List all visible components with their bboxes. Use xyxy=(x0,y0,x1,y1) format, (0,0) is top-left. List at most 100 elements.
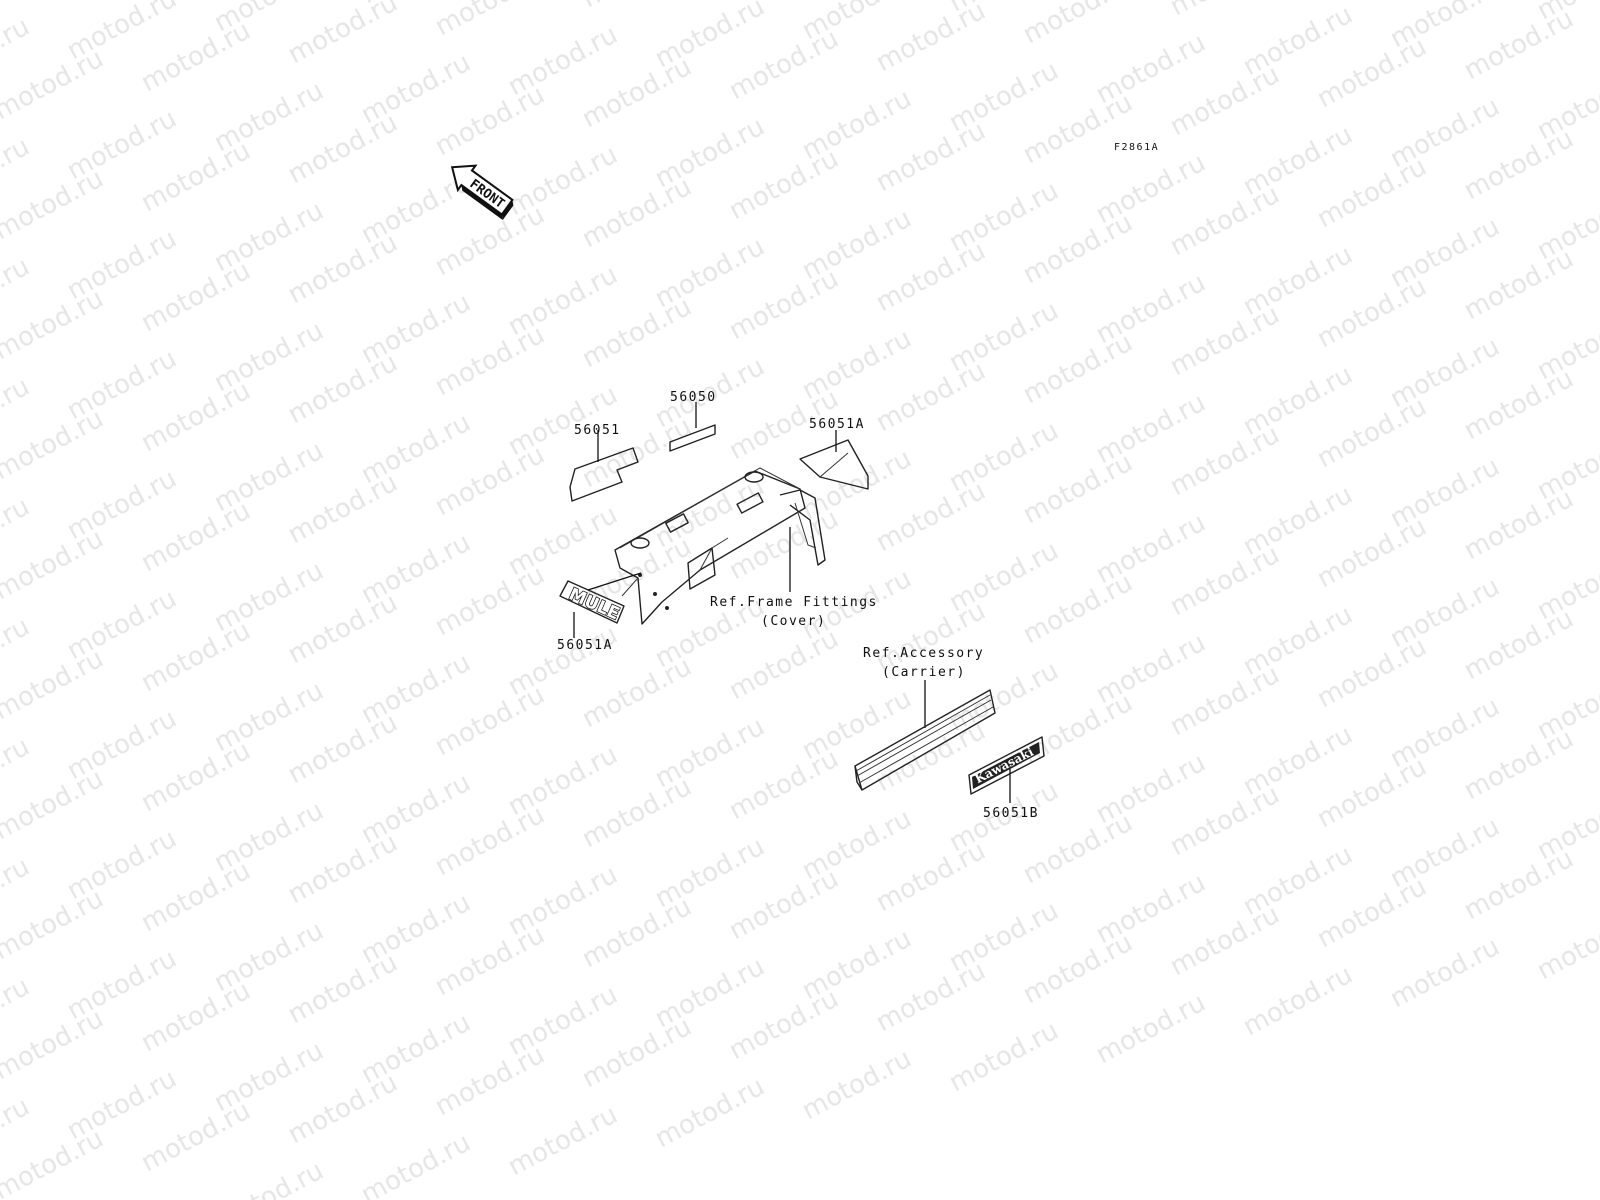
watermark-text: motod.ru xyxy=(1312,392,1431,474)
watermark-text: motod.ru xyxy=(430,80,549,162)
watermark-text: motod.ru xyxy=(0,764,109,846)
watermark-text: motod.ru xyxy=(1165,60,1284,142)
watermark-text: motod.ru xyxy=(1238,960,1357,1042)
watermark-text: motod.ru xyxy=(430,320,549,402)
watermark-text: motod.ru xyxy=(356,1128,475,1200)
watermark-text: motod.ru xyxy=(724,624,843,706)
watermark-text: motod.ru xyxy=(797,1044,916,1126)
watermark-text: motod.ru xyxy=(944,1016,1063,1098)
watermark-text: motod.ru xyxy=(1018,328,1137,410)
watermark-text: motod.ru xyxy=(1165,300,1284,382)
watermark-text: motod.ru xyxy=(724,24,843,106)
watermark-text: motod.ru xyxy=(136,976,255,1058)
watermark-text: motod.ru xyxy=(136,856,255,938)
watermark-text: motod.ru xyxy=(136,136,255,218)
watermark-text: motod.ru xyxy=(1312,752,1431,834)
watermark-text: motod.ru xyxy=(1312,872,1431,954)
watermark-text: motod.ru xyxy=(1165,660,1284,742)
watermark-text: motod.ru xyxy=(1459,364,1578,446)
watermark-text: motod.ru xyxy=(724,744,843,826)
watermark-text: motod.ru xyxy=(1018,568,1137,650)
watermark-text: motod.ru xyxy=(1018,208,1137,290)
watermark-text: motod.ru xyxy=(283,468,402,550)
watermark-text: motod.ru xyxy=(650,1072,769,1154)
part-number-56051a-bottom: 56051A xyxy=(557,638,613,653)
watermark-text: motod.ru xyxy=(0,644,109,726)
watermark-text: motod.ru xyxy=(577,0,696,14)
watermark-text: motod.ru xyxy=(430,200,549,282)
watermark-text: motod.ru xyxy=(430,560,549,642)
watermark-text: motod.ru xyxy=(1018,928,1137,1010)
watermark-text: motod.ru xyxy=(1312,512,1431,594)
watermark-text: motod.ru xyxy=(283,348,402,430)
decal-56051: 56051 xyxy=(569,423,639,502)
watermark-text: motod.ru xyxy=(1018,448,1137,530)
part-number-56051: 56051 xyxy=(574,423,621,438)
watermark-text: motod.ru xyxy=(430,1040,549,1122)
watermark-text: motod.ru xyxy=(430,0,549,42)
watermark-text: motod.ru xyxy=(283,588,402,670)
decal-kawasaki: Kawasaki 56051B xyxy=(968,736,1045,821)
watermark-text: motod.ru xyxy=(0,164,109,246)
ref-accessory: Ref.Accessory xyxy=(863,646,984,661)
watermark-text: motod.ru xyxy=(1312,272,1431,354)
watermark-text: motod.ru xyxy=(1459,4,1578,86)
watermark-text: motod.ru xyxy=(283,228,402,310)
watermark-text: motod.ru xyxy=(577,52,696,134)
watermark-text: motod.ru xyxy=(136,256,255,338)
watermark-text: motod.ru xyxy=(1312,152,1431,234)
watermark-text: motod.ru xyxy=(1165,780,1284,862)
watermark-text: motod.ru xyxy=(724,984,843,1066)
watermark-text: motod.ru xyxy=(136,616,255,698)
watermark-text: motod.ru xyxy=(871,476,990,558)
watermark-text: motod.ru xyxy=(1165,540,1284,622)
watermark-text: motod.ru xyxy=(577,292,696,374)
watermark-text: motod.ru xyxy=(1165,0,1284,22)
part-number-56051b: 56051B xyxy=(983,806,1039,821)
decal-56050: 56050 xyxy=(669,390,717,452)
watermark-text: motod.ru xyxy=(577,772,696,854)
watermark-text: motod.ru xyxy=(430,440,549,522)
watermark-text: motod.ru xyxy=(283,1068,402,1150)
figure-code: F2861A xyxy=(1114,142,1159,153)
watermark-text: motod.ru xyxy=(136,1096,255,1178)
watermark-text: motod.ru xyxy=(1312,32,1431,114)
ref-frame-fittings: Ref.Frame Fittings xyxy=(710,595,878,610)
watermark-text: motod.ru xyxy=(871,116,990,198)
watermark-text: motod.ru xyxy=(136,376,255,458)
carrier-panel xyxy=(854,689,996,791)
watermark-text: motod.ru xyxy=(1018,0,1137,50)
watermark-text: motod.ru xyxy=(1385,932,1504,1014)
watermark-text: motod.ru xyxy=(0,284,109,366)
watermark-text: motod.ru xyxy=(724,144,843,226)
part-number-56050: 56050 xyxy=(670,390,717,405)
ref-frame-fittings-cover: (Cover) xyxy=(761,614,826,629)
watermark-text: motod.ru xyxy=(1532,904,1600,986)
watermark-text: motod.ru xyxy=(209,1156,328,1200)
watermark-text: motod.ru xyxy=(871,0,990,78)
watermark-text: motod.ru xyxy=(871,236,990,318)
watermark-text: motod.ru xyxy=(1165,900,1284,982)
watermark-text: motod.ru xyxy=(577,652,696,734)
watermark-text: motod.ru xyxy=(724,264,843,346)
watermark-text: motod.ru xyxy=(1459,724,1578,806)
watermark-text: motod.ru xyxy=(430,680,549,762)
watermark-text: motod.ru xyxy=(1459,244,1578,326)
watermark-text: motod.ru xyxy=(1018,88,1137,170)
decal-56051a-top: 56051A xyxy=(799,417,869,490)
ref-accessory-carrier: (Carrier) xyxy=(882,665,966,680)
watermark-text: motod.ru xyxy=(0,404,109,486)
watermark-text: motod.ru xyxy=(283,708,402,790)
watermark-text: motod.ru xyxy=(0,884,109,966)
watermark-text: motod.ru xyxy=(871,836,990,918)
watermark-text: motod.ru xyxy=(1091,988,1210,1070)
watermark-text: motod.ru xyxy=(136,736,255,818)
watermark-text: motod.ru xyxy=(1459,124,1578,206)
watermark-text: motod.ru xyxy=(1165,420,1284,502)
watermark-text: motod.ru xyxy=(577,172,696,254)
watermark-text: motod.ru xyxy=(0,0,109,6)
watermark-text: motod.ru xyxy=(0,524,109,606)
watermark-text: motod.ru xyxy=(724,864,843,946)
watermark-text: motod.ru xyxy=(136,16,255,98)
